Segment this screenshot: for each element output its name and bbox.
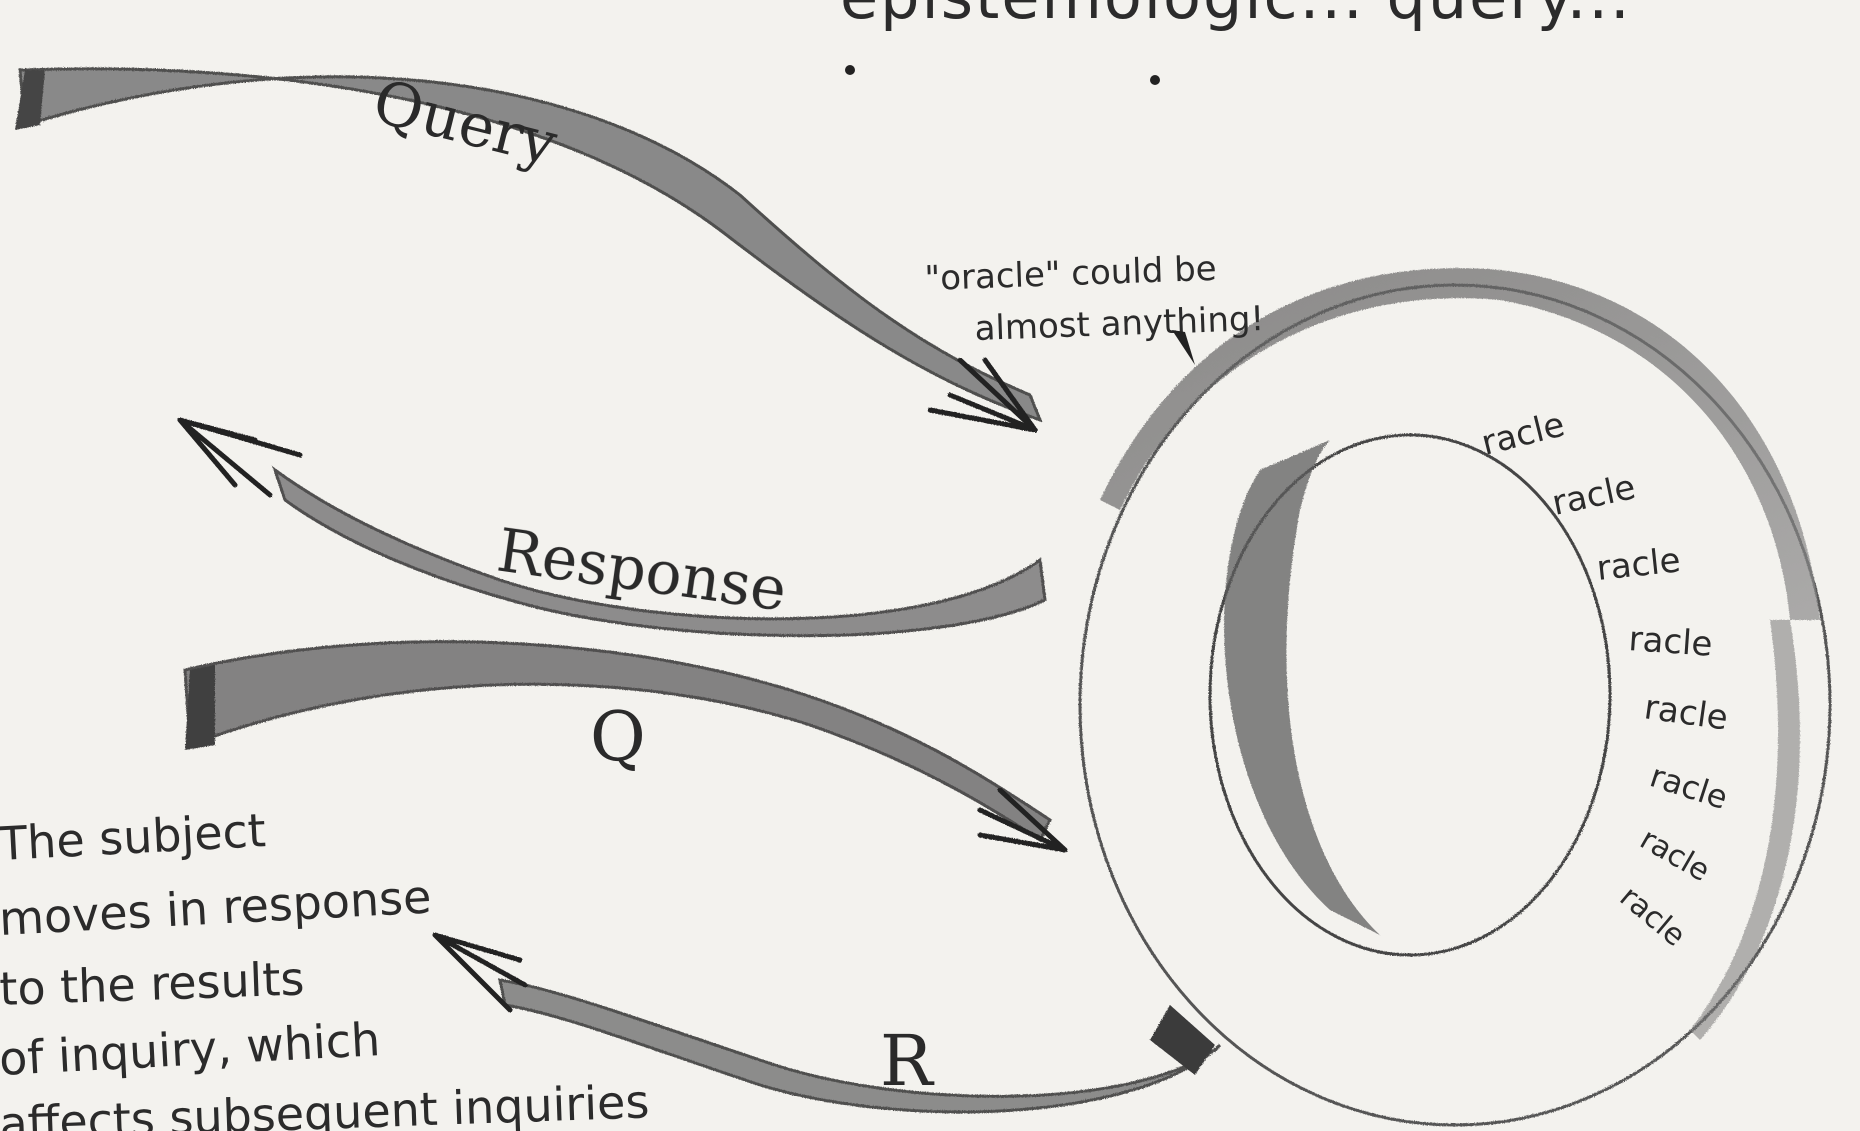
caption-line: to the results (0, 951, 305, 1016)
response-arrow (180, 420, 1045, 636)
caption-line: The subject (0, 803, 267, 871)
ring-label: racle (1634, 822, 1716, 889)
oracle-note-line2: almost anything! (974, 299, 1265, 349)
dot-mark (1150, 75, 1160, 85)
ring-label: racle (1478, 405, 1569, 464)
ring-label: racle (1613, 879, 1692, 953)
query-label: Query (366, 67, 563, 180)
ring-label: racle (1646, 756, 1733, 817)
caption-line: affects subsequent inquiries (0, 1074, 650, 1131)
ring-label: racle (1595, 540, 1683, 589)
ring-label: racle (1627, 619, 1713, 665)
dot-mark (845, 65, 855, 75)
heading-fragment: epistemologic... query... (840, 0, 1632, 33)
ring-label: racle (1642, 687, 1731, 738)
caption: The subject moves in response to the res… (0, 803, 650, 1131)
caption-line: moves in response (0, 869, 433, 946)
r-label: R (880, 1020, 935, 1102)
oracle-note-line1: "oracle" could be (924, 249, 1217, 299)
ring-label: racle (1549, 467, 1639, 524)
q-label: Q (590, 698, 646, 777)
caption-line: of inquiry, which (0, 1012, 381, 1086)
